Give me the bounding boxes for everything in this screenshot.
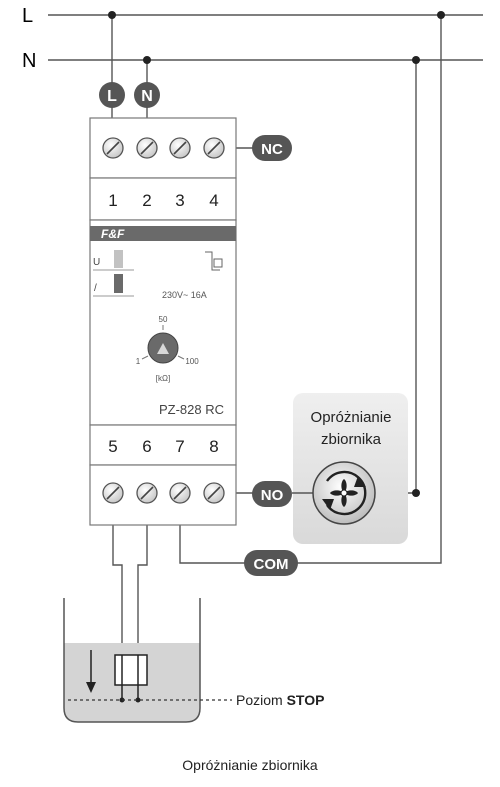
screw-slot xyxy=(173,141,187,155)
indicator-relay-label: / xyxy=(94,283,97,294)
junction-dot xyxy=(412,489,420,497)
terminal-number: 5 xyxy=(108,437,117,456)
svg-text:L: L xyxy=(107,88,117,105)
pump-fan-icon xyxy=(322,470,367,516)
brand-logo: F&F xyxy=(101,227,125,241)
relay-symbol-icon xyxy=(205,251,223,271)
level-probe xyxy=(114,654,148,703)
screw-slot xyxy=(140,486,154,500)
dial-tick-right xyxy=(177,355,185,360)
terminal-number: 1 xyxy=(108,191,117,210)
wire-terminal-6-to-probe xyxy=(137,493,148,700)
indicator-u-label: U xyxy=(93,257,100,268)
sensitivity-dial[interactable]: 50 1 100 [kΩ] xyxy=(136,315,199,383)
tank-walls xyxy=(63,598,201,723)
dial-max-label: 50 xyxy=(159,315,168,324)
stop-level-prefix: Poziom xyxy=(236,692,283,708)
relay-device: F&F U / 230V~ 16A 50 1 100 [kΩ] PZ-828 R… xyxy=(89,117,237,526)
badge-N: N xyxy=(134,82,160,108)
line-L-label: L xyxy=(22,5,33,27)
screw-slot xyxy=(173,486,187,500)
device-top-number-strip xyxy=(89,177,237,221)
badge-NO: NO xyxy=(252,481,292,507)
screw-slot xyxy=(106,486,120,500)
terminal-number: 8 xyxy=(209,437,218,456)
terminal-number: 2 xyxy=(142,191,151,210)
model-name: PZ-828 RC xyxy=(159,402,224,417)
screw-slot xyxy=(207,486,221,500)
line-N-label: N xyxy=(22,50,36,72)
terminal-number: 3 xyxy=(175,191,184,210)
svg-text:COM: COM xyxy=(254,556,289,573)
dial-tick-left xyxy=(141,355,149,360)
badge-COM: COM xyxy=(244,550,298,576)
dial-unit-label: [kΩ] xyxy=(156,374,170,383)
diagram-caption: Opróżnianie zbiornika xyxy=(182,757,318,773)
svg-text:N: N xyxy=(141,88,153,105)
junction-dot xyxy=(143,56,151,64)
junction-dot xyxy=(412,56,420,64)
level-down-arrow-icon xyxy=(86,650,96,693)
badge-L: L xyxy=(99,82,125,108)
terminal-number: 4 xyxy=(209,191,218,210)
stop-level-label: Poziom STOP xyxy=(236,692,324,708)
badge-NC: NC xyxy=(252,135,292,161)
wire-terminal-5-to-probe xyxy=(112,493,123,700)
svg-text:NO: NO xyxy=(261,487,284,504)
pump-label-line1: Opróżnianie xyxy=(311,409,392,426)
screw-slot xyxy=(106,141,120,155)
dial-right-label: 100 xyxy=(185,357,199,366)
supply-lines xyxy=(48,14,483,61)
screw-terminals xyxy=(102,137,225,504)
terminal-number: 6 xyxy=(142,437,151,456)
dial-left-label: 1 xyxy=(136,357,141,366)
stop-level-bold: STOP xyxy=(287,692,325,708)
indicator-relay-led xyxy=(114,274,123,293)
screw-slot xyxy=(207,141,221,155)
pump-label-line2: zbiornika xyxy=(321,431,382,448)
dial-pointer-icon xyxy=(157,343,169,354)
svg-text:NC: NC xyxy=(261,141,283,158)
screw-slot xyxy=(140,141,154,155)
junction-dot xyxy=(108,11,116,19)
rating-text: 230V~ 16A xyxy=(162,290,207,300)
indicator-u-led xyxy=(114,250,123,268)
terminal-number: 7 xyxy=(175,437,184,456)
wire-COM-to-L xyxy=(296,15,442,564)
pump-panel: Opróżnianie zbiornika xyxy=(292,393,408,544)
junction-dots xyxy=(108,11,445,497)
junction-dot xyxy=(437,11,445,19)
tank xyxy=(63,598,232,723)
brand-band xyxy=(90,226,236,241)
